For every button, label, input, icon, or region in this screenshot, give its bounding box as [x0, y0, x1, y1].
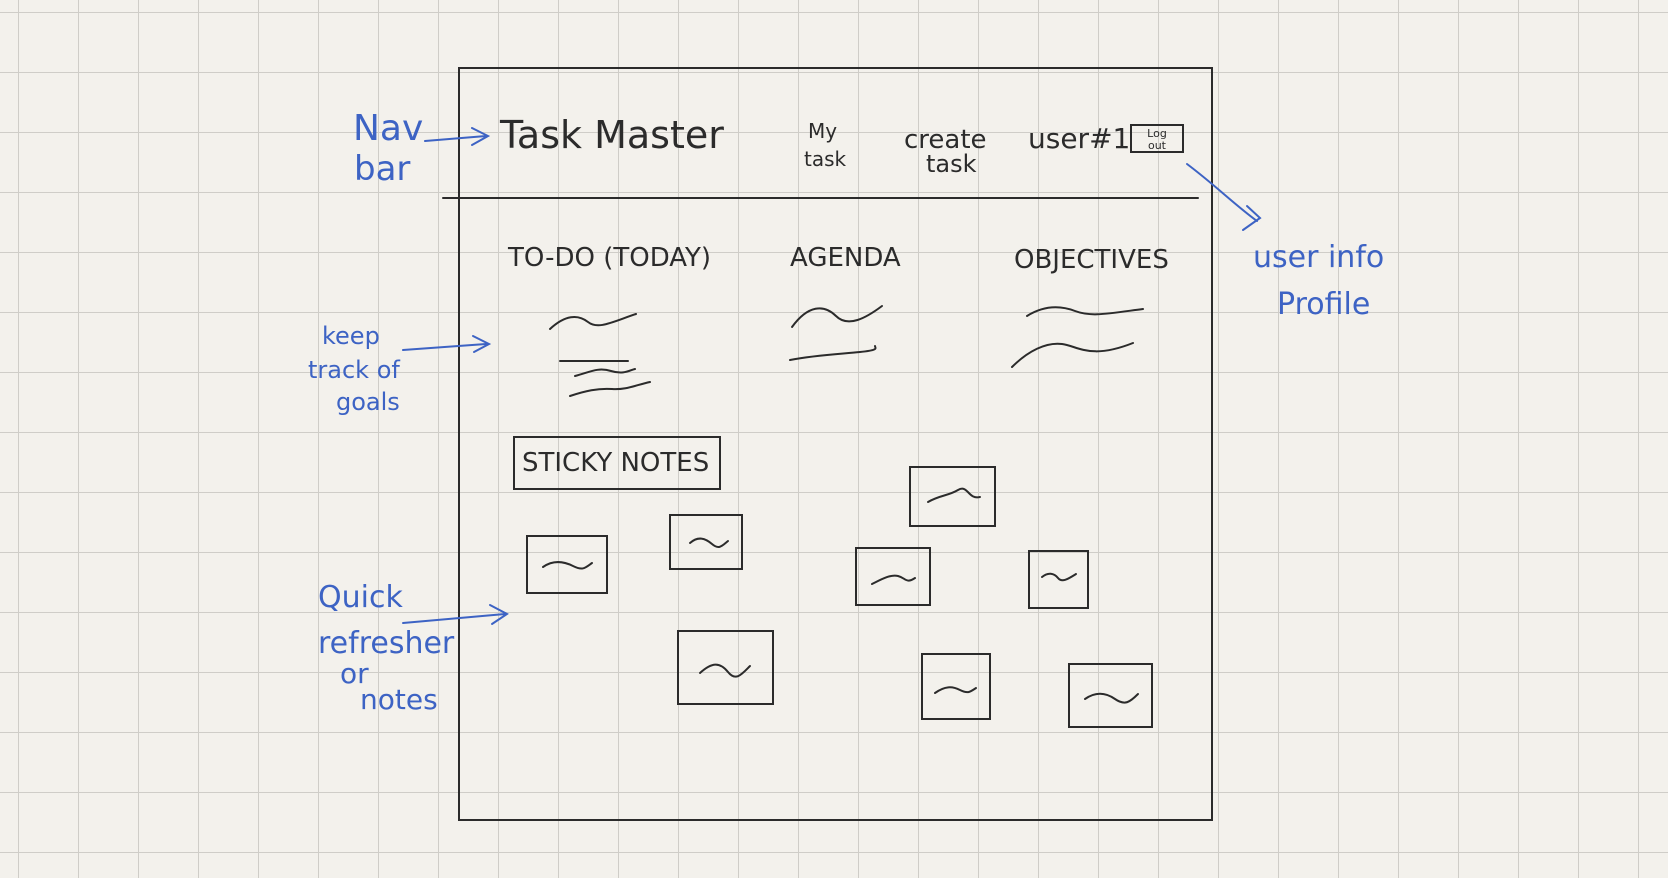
- annotation-user-info-line-2: Profile: [1277, 287, 1370, 322]
- sticky-notes-heading: STICKY NOTES: [522, 448, 709, 478]
- nav-link-create-task-line-2: task: [926, 150, 977, 178]
- annotation-navbar-line-2: bar: [354, 149, 410, 189]
- annotation-notes: Quick refresher or notes: [318, 580, 509, 716]
- annotation-notes-arrow: [402, 604, 509, 625]
- sticky-note[interactable]: [921, 653, 991, 720]
- agenda-scribble-1: [791, 305, 883, 328]
- annotation-goals-line-2: track of: [308, 356, 400, 384]
- annotation-user-info-arrow: [1186, 163, 1262, 231]
- sticky-note[interactable]: [526, 535, 608, 594]
- annotation-notes-line-2: refresher: [318, 626, 455, 661]
- sticky-notes-section: STICKY NOTES: [513, 436, 721, 490]
- annotation-user-info-line-1: user info: [1253, 240, 1384, 275]
- agenda-heading: AGENDA: [790, 243, 901, 273]
- todo-scribble-3: [569, 381, 651, 397]
- annotation-notes-line-4: notes: [360, 683, 438, 716]
- annotation-navbar-line-1: Nav: [353, 108, 423, 149]
- annotation-navbar-arrow: [424, 127, 491, 146]
- page-frame: [458, 67, 1213, 821]
- annotation-goals-arrow: [402, 335, 492, 353]
- annotation-goals-line-1: keep: [322, 322, 380, 350]
- sticky-note-scribble: [1041, 572, 1077, 582]
- sticky-notes: [526, 466, 1153, 728]
- user-name[interactable]: user#1: [1028, 122, 1130, 155]
- logout-button-line-2: out: [1148, 139, 1167, 152]
- sticky-note[interactable]: [1028, 550, 1089, 609]
- sticky-note-scribble: [542, 561, 593, 570]
- logout-button-line-1: Log: [1147, 127, 1167, 140]
- nav-link-my-task-line-1: My: [808, 119, 837, 143]
- sticky-note-scribble: [871, 574, 916, 585]
- annotation-notes-line-1: Quick: [318, 580, 403, 615]
- sticky-note[interactable]: [909, 466, 996, 527]
- logout-button-box: [1130, 124, 1184, 153]
- nav-link-my-task[interactable]: My task: [804, 119, 847, 171]
- agenda-scribble-2: [789, 345, 877, 361]
- sticky-note-scribble: [934, 686, 977, 694]
- nav-link-my-task-line-2: task: [804, 147, 847, 171]
- agenda-section: AGENDA: [789, 243, 901, 361]
- objectives-scribble-2: [1011, 342, 1134, 368]
- objectives-section: OBJECTIVES: [1011, 245, 1169, 368]
- annotation-goals-line-3: goals: [336, 388, 400, 416]
- sticky-notes-heading-box: [513, 436, 721, 490]
- annotation-notes-line-3: or: [340, 657, 369, 690]
- sticky-note-scribble: [699, 663, 751, 678]
- todo-heading: TO-DO (TODAY): [507, 243, 711, 273]
- sticky-note[interactable]: [677, 630, 774, 705]
- logout-button[interactable]: Log out: [1130, 124, 1184, 153]
- sticky-note[interactable]: [669, 514, 743, 570]
- sticky-note-scribble: [1084, 692, 1139, 704]
- todo-section: TO-DO (TODAY): [507, 243, 711, 397]
- nav-link-create-task[interactable]: create task: [904, 125, 987, 178]
- annotation-goals: keep track of goals: [308, 322, 492, 416]
- brand-title[interactable]: Task Master: [499, 113, 724, 157]
- annotation-navbar: Nav bar: [353, 108, 491, 189]
- sticky-note-scribble: [927, 487, 981, 503]
- todo-scribble-1: [549, 313, 637, 330]
- navbar: Task Master My task create task user#1 L…: [499, 113, 1184, 178]
- objectives-heading: OBJECTIVES: [1014, 245, 1169, 275]
- todo-scribble-2: [559, 360, 636, 377]
- nav-link-create-task-line-1: create: [904, 125, 987, 155]
- sticky-note[interactable]: [855, 547, 931, 606]
- sticky-note[interactable]: [1068, 663, 1153, 728]
- annotation-user-info: user info Profile: [1186, 163, 1384, 322]
- objectives-scribble-1: [1026, 306, 1144, 317]
- sticky-note-scribble: [689, 537, 729, 548]
